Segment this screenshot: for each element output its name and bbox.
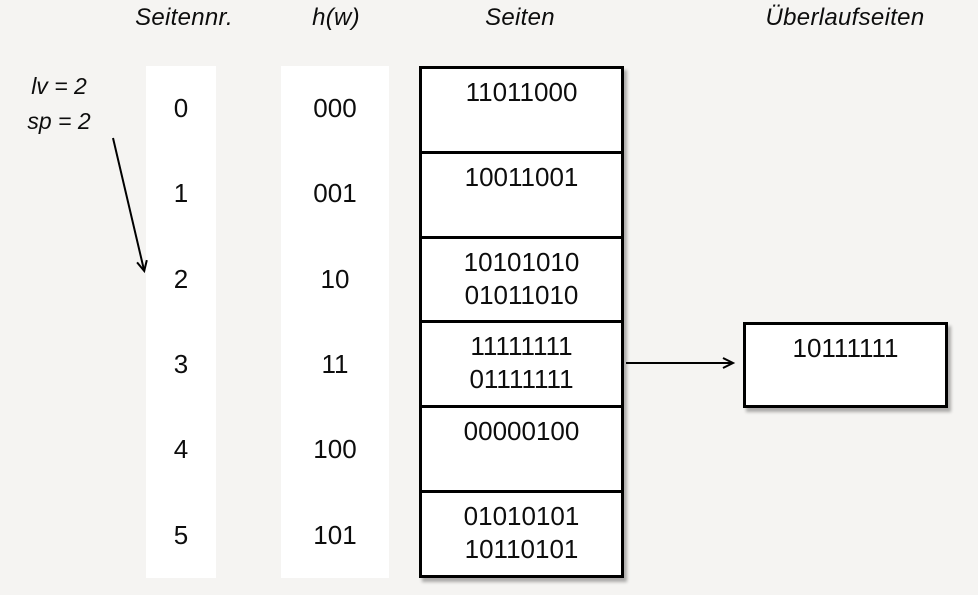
- column-header-hash-function: h(w): [312, 4, 360, 31]
- page-cell: 01010101 10110101: [422, 490, 621, 575]
- record-value: 10111111: [792, 333, 899, 363]
- column-header-pages: Seiten: [485, 4, 555, 31]
- hash-value: 11: [321, 349, 349, 380]
- hash-state-annotation: lv = 2 sp = 2: [6, 69, 112, 139]
- page-cell: 00000100: [422, 405, 621, 490]
- page-number: 2: [173, 263, 189, 294]
- page-number: 4: [173, 434, 189, 465]
- hash-value: 100: [313, 434, 357, 465]
- page-cell: 11111111 01111111: [422, 320, 621, 405]
- record-value: 01111111: [469, 364, 574, 395]
- page-number-column: 0 1 2 3 4 5: [146, 66, 216, 578]
- hash-value: 001: [313, 178, 357, 209]
- hash-value: 101: [313, 519, 357, 550]
- record-value: [422, 448, 621, 481]
- split-pointer-label: sp = 2: [27, 108, 91, 134]
- overflow-page-box: 10111111: [743, 322, 948, 408]
- record-value: 10110101: [464, 534, 579, 565]
- hash-value: 10: [320, 263, 350, 294]
- record-value: 10011001: [464, 161, 579, 192]
- page-cell: 11011000: [422, 69, 621, 151]
- record-value: [422, 109, 621, 142]
- record-value: 00000100: [463, 416, 580, 447]
- page-cell: 10011001: [422, 150, 621, 236]
- record-value: 01011010: [464, 279, 579, 310]
- record-value: 10101010: [463, 246, 580, 277]
- page-number: 3: [173, 349, 189, 380]
- split-pointer-arrow-icon: [112, 137, 148, 274]
- record-value: [422, 194, 621, 227]
- column-header-page-number: Seitennr.: [135, 4, 233, 31]
- hash-value-column: 000 001 10 11 100 101: [281, 66, 389, 578]
- level-label: lv = 2: [31, 73, 87, 99]
- page-cell: 10101010 01011010: [422, 235, 621, 321]
- page-number: 1: [173, 178, 189, 209]
- page-number: 5: [173, 519, 189, 550]
- record-value: 11011000: [465, 77, 578, 107]
- column-header-overflow-pages: Überlaufseiten: [765, 4, 925, 31]
- hash-value: 000: [313, 93, 357, 124]
- page-number: 0: [173, 93, 189, 124]
- record-value: 01010101: [463, 501, 580, 532]
- pages-table: 11011000 10011001 10101010 01011010 1111…: [419, 66, 624, 578]
- record-value: 11111111: [470, 331, 573, 362]
